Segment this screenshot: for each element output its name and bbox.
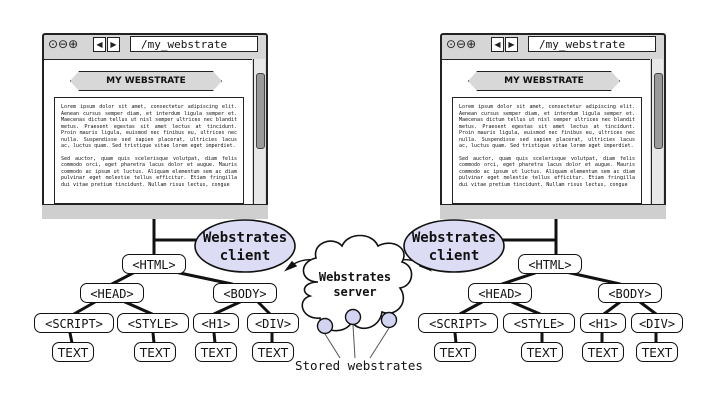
page-viewport: MY WEBSTRATE Lorem ipsum dolor sit amet,… [44,59,252,206]
paragraph-2: Sed auctor, quam quis scelerisque volutp… [61,155,237,188]
forward-button[interactable]: ▶ [107,37,120,52]
back-button[interactable]: ◀ [93,37,106,52]
server-label: Webstrates server [305,270,405,300]
dom-node-h1: <H1> [580,313,626,333]
browser-window-left: ⊙⊖⊕ ◀ ▶ /my_webstrate MY WEBSTRATE Lorem… [42,33,268,219]
dom-node-text: TEXT [521,342,563,362]
server-label-line1: Webstrates [318,270,392,284]
scrollbar-thumb[interactable] [654,73,663,149]
client-label-line1: Webstrates [411,230,497,246]
dom-node-script: <SCRIPT> [34,313,114,333]
dom-node-h1: <H1> [193,313,239,333]
url-bar[interactable]: /my_webstrate [528,36,656,52]
dom-node-text: TEXT [252,342,294,362]
stored-webstrate-circle-3 [380,311,398,329]
client-ellipse-right [403,219,505,273]
paragraph-1: Lorem ipsum dolor sit amet, consectetur … [459,104,635,149]
client-label-line2: client [428,248,480,264]
stored-webstrates-label: Stored webstrates [295,358,423,373]
paragraph-1: Lorem ipsum dolor sit amet, consectetur … [61,104,237,149]
client-ellipse-left [194,219,296,273]
dom-node-text: TEXT [582,342,624,362]
dom-node-div: <DIV> [631,313,683,333]
dom-node-head: <HEAD> [468,283,532,303]
dom-node-html: <HTML> [518,254,582,274]
dom-node-script: <SCRIPT> [418,313,498,333]
document-area: Lorem ipsum dolor sit amet, consectetur … [54,97,244,204]
stored-webstrate-circle-1 [316,317,334,335]
dom-node-text: TEXT [195,342,237,362]
client-label-left: Webstrates client [195,229,295,265]
dom-node-style: <STYLE> [117,313,189,333]
window-controls-icon[interactable]: ⊙⊖⊕ [446,37,477,51]
dom-node-body: <BODY> [598,283,662,303]
paragraph-2: Sed auctor, quam quis scelerisque volutp… [459,155,635,188]
dom-node-text: TEXT [636,342,678,362]
window-controls-icon[interactable]: ⊙⊖⊕ [48,37,79,51]
dom-node-style: <STYLE> [503,313,575,333]
page-title: MY WEBSTRATE [70,71,222,91]
client-label-right: Webstrates client [404,229,504,265]
dom-node-div: <DIV> [247,313,299,333]
client-label-line1: Webstrates [202,230,288,246]
forward-button[interactable]: ▶ [505,37,518,52]
scrollbar[interactable] [253,59,265,205]
browser-toolbar: ⊙⊖⊕ ◀ ▶ /my_webstrate [42,33,268,57]
url-bar[interactable]: /my_webstrate [130,36,258,52]
scrollbar[interactable] [651,59,663,205]
server-label-line2: server [333,285,377,299]
browser-toolbar: ⊙⊖⊕ ◀ ▶ /my_webstrate [440,33,666,57]
status-bar [440,204,666,219]
dom-node-text: TEXT [134,342,176,362]
scrollbar-thumb[interactable] [256,73,265,149]
server-cloud [301,234,413,332]
page-viewport: MY WEBSTRATE Lorem ipsum dolor sit amet,… [442,59,650,206]
dom-node-body: <BODY> [213,283,277,303]
status-bar [42,204,268,219]
dom-node-text: TEXT [52,342,94,362]
stored-webstrate-circle-2 [344,308,362,326]
page-title: MY WEBSTRATE [468,71,620,91]
dom-node-text: TEXT [434,342,476,362]
back-button[interactable]: ◀ [491,37,504,52]
dom-node-html: <HTML> [122,254,186,274]
browser-window-right: ⊙⊖⊕ ◀ ▶ /my_webstrate MY WEBSTRATE Lorem… [440,33,666,219]
document-area: Lorem ipsum dolor sit amet, consectetur … [452,97,642,204]
dom-node-head: <HEAD> [80,283,144,303]
client-label-line2: client [219,248,271,264]
